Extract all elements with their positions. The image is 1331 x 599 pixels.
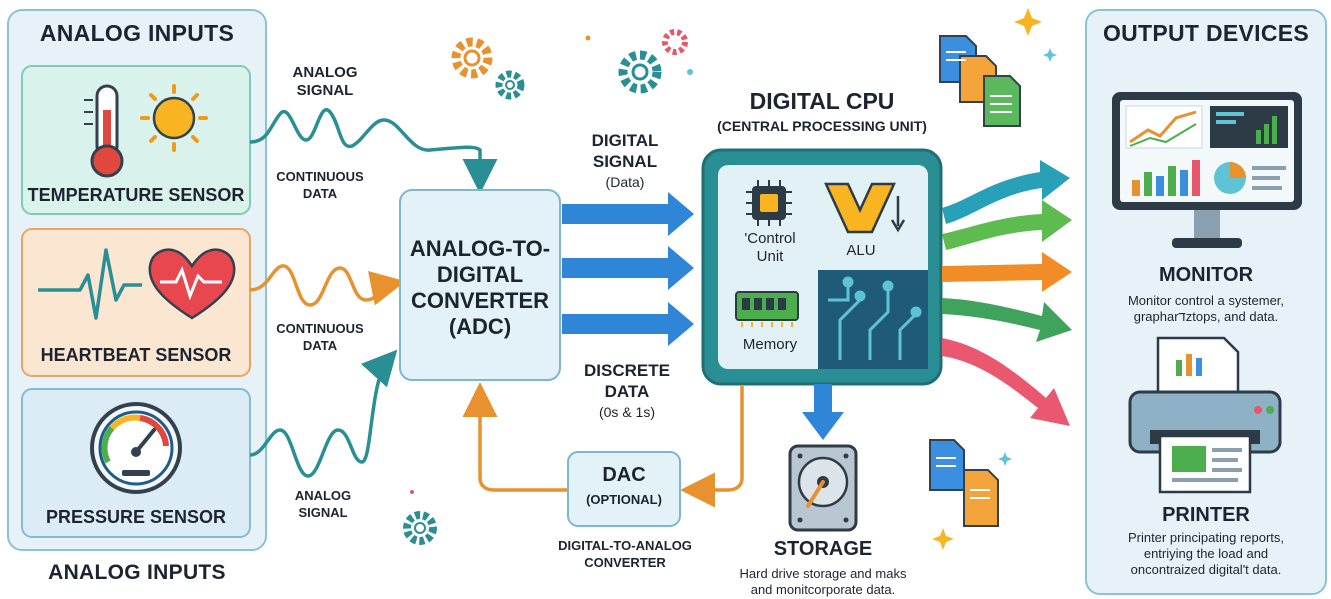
pressure-sensor-label: PRESSURE SENSOR	[45, 507, 227, 527]
dac-to-adc-arrow	[462, 382, 568, 492]
gear-icon	[403, 29, 688, 545]
printer-title: PRINTER	[1162, 504, 1250, 526]
digital-arrows	[562, 192, 694, 346]
temperature-sensor-card	[21, 65, 251, 215]
sun-icon	[140, 84, 208, 152]
document-icons-top	[939, 35, 1021, 127]
adc-box	[399, 189, 561, 381]
cpu-subtitle: (CENTRAL PROCESSING UNIT)	[717, 118, 927, 134]
analog-inputs-footer: ANALOG INPUTS	[48, 561, 226, 584]
alu-label: ALU	[846, 242, 876, 259]
heart-icon	[148, 248, 236, 320]
cpu-to-dac-arrow	[680, 386, 744, 508]
printer-description: Printer principating reports,entriying t…	[1127, 530, 1285, 577]
memory-icon	[735, 291, 799, 327]
monitor-title: MONITOR	[1158, 264, 1254, 286]
dac-box	[567, 451, 681, 527]
alu-icon	[824, 182, 906, 234]
sparkle-icon	[410, 8, 1057, 550]
storage-title: STORAGE	[773, 538, 873, 560]
dac-title: DAC	[602, 464, 646, 486]
analog-signal-wave-3	[249, 349, 398, 478]
chip-icon	[746, 180, 792, 226]
printer-icon	[1128, 336, 1282, 494]
output-devices-title: OUTPUT DEVICES	[1102, 20, 1310, 46]
storage-arrow	[802, 384, 844, 440]
memory-label: Memory	[742, 336, 798, 353]
document-icons-bottom	[929, 439, 999, 527]
monitor-icon	[1112, 92, 1302, 248]
analog-inputs-panel	[7, 9, 267, 551]
heartbeat-sensor-label: HEARTBEAT SENSOR	[40, 345, 232, 365]
dac-subtitle: (OPTIONAL)	[586, 492, 662, 507]
cpu-title: DIGITAL CPU	[749, 88, 895, 114]
analog-inputs-title: ANALOG INPUTS	[39, 20, 235, 46]
heartbeat-wave-icon	[38, 248, 142, 320]
pressure-gauge-icon	[90, 402, 182, 494]
temperature-sensor-label: TEMPERATURE SENSOR	[27, 185, 245, 205]
analog-signal-wave-2	[249, 264, 406, 307]
thermometer-icon	[84, 84, 124, 178]
analog-signal-wave-1	[249, 108, 498, 194]
monitor-description: Monitor control a systemer,grapharדztops…	[1127, 293, 1285, 324]
output-arrows	[942, 160, 1072, 426]
hard-drive-icon	[788, 444, 858, 532]
